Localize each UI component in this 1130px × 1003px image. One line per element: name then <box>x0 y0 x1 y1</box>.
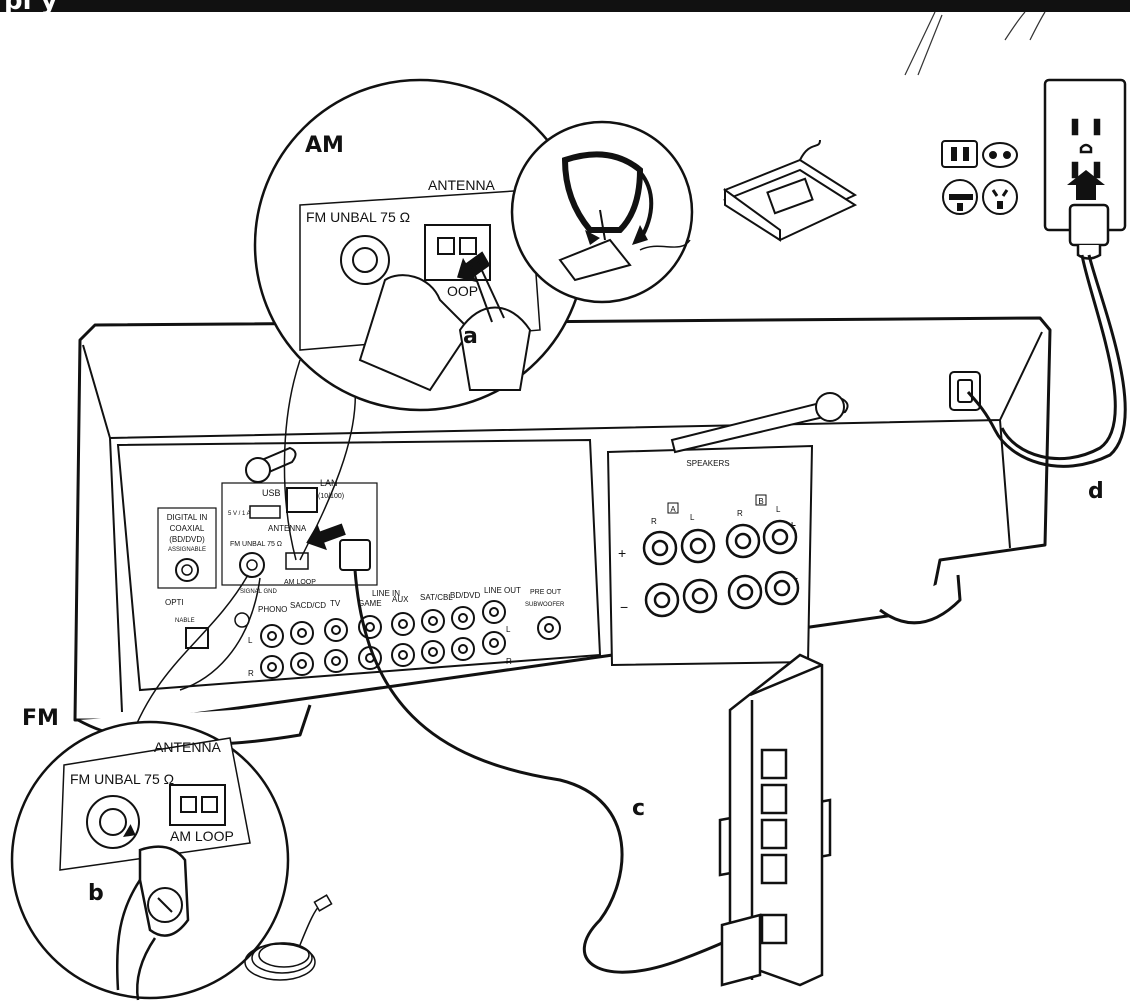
am-zoom-loop-label: OOP <box>447 283 478 299</box>
antenna-label: ANTENNA <box>268 524 307 533</box>
hand-sketch-lines <box>905 12 1045 75</box>
fm-zoom-fm-unbal-label: FM UNBAL 75 Ω <box>70 771 174 787</box>
sacd-cd-label: SACD/CD <box>290 601 326 610</box>
optical-assignable-label: NABLE <box>175 618 195 624</box>
wall-outlet <box>1045 80 1125 259</box>
outlet-plug-types <box>942 141 1017 214</box>
lan-plug <box>340 540 370 570</box>
speaker-a-label: A <box>670 505 676 514</box>
fm-callout-label: FM <box>22 706 59 731</box>
plug-type-c-icon <box>983 143 1017 167</box>
fm-zoom-antenna-label: ANTENNA <box>154 739 222 755</box>
am-loop-detail-circle <box>512 122 692 302</box>
sat-cbl-label: SAT/CBL <box>420 593 453 602</box>
minus-sign-left: − <box>620 599 628 615</box>
line-out-r-label: R <box>506 657 512 666</box>
tv-label: TV <box>330 599 341 608</box>
speaker-b-l-label: L <box>776 505 781 514</box>
usb-power-label: 5 V / 1 A <box>228 511 251 517</box>
step-b-label: b <box>88 881 104 906</box>
phono-l-label: L <box>248 636 253 645</box>
step-c-label: c <box>632 796 645 821</box>
step-d-label: d <box>1088 479 1104 504</box>
line-out-label: LINE OUT <box>484 586 521 595</box>
am-loop-antenna <box>725 140 855 240</box>
assignable-label: ASSIGNABLE <box>168 547 206 553</box>
router <box>720 655 830 985</box>
digital-in-label: DIGITAL IN <box>167 513 208 522</box>
subwoofer-label: SUBWOOFER <box>525 602 565 608</box>
speakers-label: SPEAKERS <box>686 459 729 468</box>
am-zoom-antenna-label: ANTENNA <box>428 177 496 193</box>
am-zoom-fm-unbal-label: FM UNBAL 75 Ω <box>306 209 410 225</box>
phono-label: PHONO <box>258 605 287 614</box>
plug-type-a-icon <box>942 141 977 167</box>
speaker-a-r-label: R <box>651 517 657 526</box>
aux-label: AUX <box>392 595 409 604</box>
lan-port <box>287 488 317 512</box>
power-inlet <box>950 372 980 410</box>
usb-label: USB <box>262 488 281 498</box>
plus-sign-left: + <box>618 545 626 561</box>
speaker-a-l-label: L <box>690 513 695 522</box>
pre-out-label: PRE OUT <box>530 589 562 596</box>
bd-dvd-label: (BD/DVD) <box>169 535 205 544</box>
am-loop-label: AM LOOP <box>284 579 316 586</box>
speaker-b-r-label: R <box>737 509 743 518</box>
line-out-l-label: L <box>506 625 511 634</box>
am-loop-terminal <box>286 553 308 569</box>
usb-port <box>250 506 280 518</box>
fm-zoom-am-loop-label: AM LOOP <box>170 828 234 844</box>
optical-label: OPTI <box>165 598 184 607</box>
fm-unbal-label: FM UNBAL 75 Ω <box>230 541 282 548</box>
coaxial-label: COAXIAL <box>170 524 205 533</box>
phono-r-label: R <box>248 669 254 678</box>
speaker-b-label: B <box>758 497 763 506</box>
bd-dvd-input-label: BD/DVD <box>450 591 480 600</box>
game-label: GAME <box>358 599 382 608</box>
step-a-label: a <box>463 324 478 349</box>
am-callout-label: AM <box>305 133 344 158</box>
